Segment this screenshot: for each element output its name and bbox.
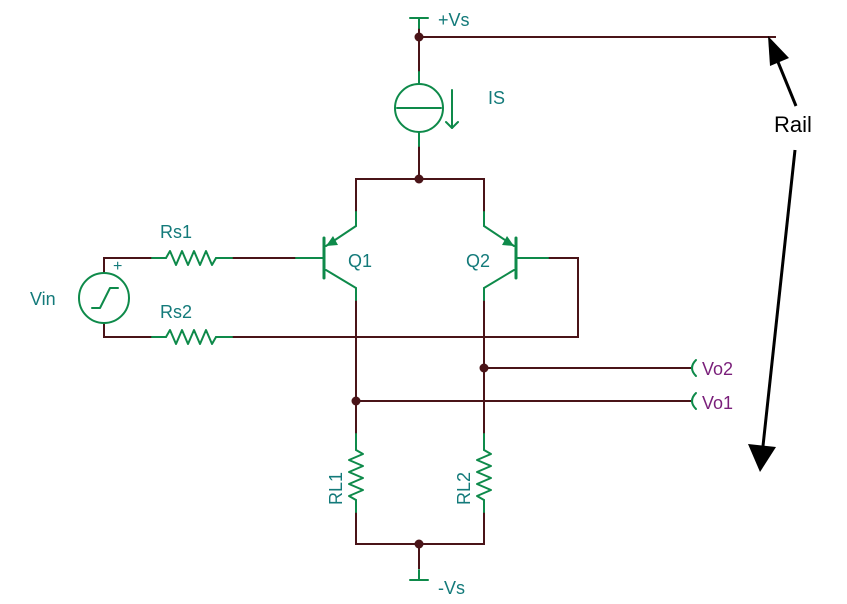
label-rail: Rail <box>774 112 812 137</box>
current-source-is <box>394 71 459 147</box>
label-vin: Vin <box>30 289 56 309</box>
vs-pos-symbol <box>409 17 429 29</box>
label-vo1: Vo1 <box>702 393 733 413</box>
label-rs1: Rs1 <box>160 222 192 242</box>
rail-arrowhead-down <box>748 444 776 472</box>
label-is: IS <box>488 88 505 108</box>
transistor-q2 <box>483 211 549 301</box>
junction-vo1 <box>351 396 361 406</box>
terminal-vo2 <box>691 359 697 377</box>
junction-ground <box>414 539 424 549</box>
labels: +Vs -Vs IS Q1 Q2 Rs1 Rs2 Vin + RL1 RL2 V… <box>30 10 812 598</box>
label-rl1: RL1 <box>326 472 346 505</box>
resistor-rl2 <box>476 433 492 513</box>
label-vs-pos: +Vs <box>438 10 470 30</box>
junction-emitters <box>414 174 424 184</box>
label-q2: Q2 <box>466 251 490 271</box>
transistor-q1 <box>295 211 357 301</box>
label-vo2: Vo2 <box>702 359 733 379</box>
resistor-rs2 <box>151 329 233 345</box>
voltage-source-vin <box>78 272 130 324</box>
label-vs-neg: -Vs <box>438 578 465 598</box>
label-rl2: RL2 <box>454 472 474 505</box>
label-vin-plus: + <box>113 258 122 275</box>
rail-arrow-down <box>761 149 797 447</box>
label-rs2: Rs2 <box>160 302 192 322</box>
junctions <box>351 32 489 549</box>
resistor-rs1 <box>151 250 233 266</box>
resistor-rl1 <box>348 433 364 513</box>
rail-arrows <box>748 36 798 472</box>
vs-neg-symbol <box>409 569 429 581</box>
junction-vo2 <box>479 363 489 373</box>
wires <box>103 25 776 569</box>
terminal-vo1 <box>691 392 697 410</box>
junction-vs-pos <box>414 32 424 42</box>
rail-arrowhead-up <box>768 36 789 66</box>
rail-arrow-up <box>776 61 798 107</box>
label-q1: Q1 <box>348 251 372 271</box>
